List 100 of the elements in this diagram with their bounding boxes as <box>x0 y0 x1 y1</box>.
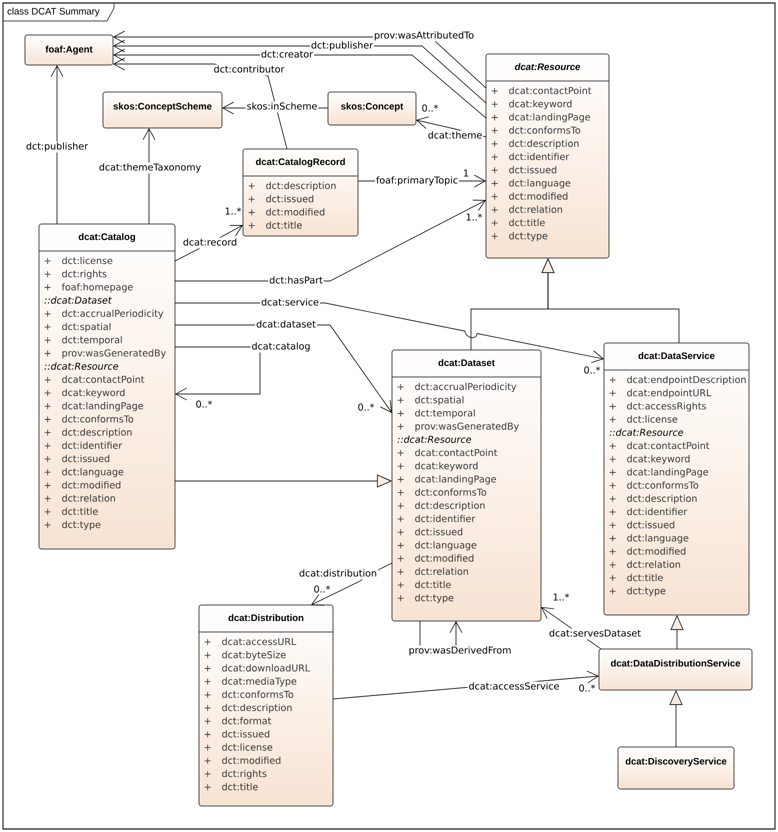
attribute: + dcat:contactPoint <box>492 86 592 94</box>
attribute: + dct:modified <box>398 554 474 562</box>
section-heading: ::dcat:Resource <box>44 362 118 370</box>
class-box <box>604 342 750 616</box>
class-name: dcat:Catalog <box>78 233 136 242</box>
attribute: + dct:type <box>44 520 100 530</box>
multiplicity-label: 1..* <box>466 213 482 220</box>
attribute: + dct:issued <box>492 166 556 174</box>
association-arrow <box>174 346 260 400</box>
attribute: + dct:modified <box>248 208 324 216</box>
attribute: + dct:temporal <box>398 409 475 418</box>
class-name: foaf:Agent <box>46 46 93 54</box>
edge-label: dct:publisher <box>24 142 90 152</box>
edge-label: dcat:service <box>260 298 320 308</box>
attribute: + dct:format <box>204 717 272 724</box>
attribute: + dct:spatial <box>398 396 464 406</box>
attribute: + dct:title <box>492 218 545 226</box>
attribute: + dcat:byteSize <box>204 651 286 660</box>
attribute: + dct:modified <box>492 192 568 200</box>
multiplicity-label: 1 <box>464 170 468 176</box>
attribute: + dct:relation <box>398 568 468 575</box>
edge-label: dct:publisher <box>310 40 374 52</box>
attribute: + dct:description <box>248 182 336 191</box>
attribute: + dcat:keyword <box>492 100 572 110</box>
attribute: + dct:description <box>398 502 485 511</box>
attribute: + dct:rights <box>44 270 106 280</box>
attribute: + dct:title <box>610 574 663 582</box>
attribute: + dct:type <box>398 594 454 604</box>
edge-label: dcat:record <box>182 238 238 248</box>
edge-label: prov:wasAttributedTo <box>373 30 475 42</box>
class-name: dcat:Resource <box>514 63 580 70</box>
attribute: + dcat:mediaType <box>204 677 296 687</box>
attribute: + dct:type <box>492 232 548 242</box>
attribute: + dcat:landingPage <box>398 475 496 484</box>
attribute: + dct:issued <box>248 195 314 202</box>
title-tab: class DCAT Summary <box>2 2 114 22</box>
attribute: + dcat:keyword <box>398 462 478 472</box>
class-box <box>328 92 416 126</box>
attribute: + dcat:downloadURL <box>204 664 310 672</box>
class-name: dcat:CatalogRecord <box>256 158 345 167</box>
attribute: + dcat:endpointDescription <box>610 376 746 385</box>
section-heading: ::dcat:Resource <box>610 428 684 436</box>
attribute: + dct:accessRights <box>610 402 706 412</box>
attribute: + dct:relation <box>44 494 116 502</box>
class-box <box>102 92 222 128</box>
edge-label: dct:creator <box>260 50 314 60</box>
edge-label: dcat:themeTaxonomy <box>98 162 202 174</box>
attribute: + dct:modified <box>610 547 686 555</box>
attribute: + dct:conformsTo <box>44 415 134 423</box>
attribute: + dct:issued <box>44 454 110 462</box>
attribute: + dct:issued <box>204 730 270 738</box>
edge-label: dcat:accessService <box>468 682 560 692</box>
attribute: + dct:title <box>398 580 451 588</box>
edge-label: foaf:primaryTopic <box>375 176 459 186</box>
attribute: + dct:rights <box>204 770 266 779</box>
attribute: + dcat:contactPoint <box>398 448 498 456</box>
multiplicity-label: 0..* <box>579 684 596 692</box>
attribute: + dct:conformsTo <box>492 126 580 134</box>
attribute: + dcat:landingPage <box>44 402 144 412</box>
multiplicity-label: 0..* <box>358 403 374 411</box>
multiplicity-label: 1..* <box>554 593 570 600</box>
class-name: dcat:Dataset <box>438 359 495 366</box>
class-box <box>598 648 752 690</box>
attribute: + dct:description <box>492 140 579 149</box>
class-box <box>392 350 542 622</box>
attribute: + dcat:endpointURL <box>610 389 712 398</box>
attribute: + dcat:keyword <box>44 388 125 398</box>
attribute: + dcat:contactPoint <box>610 442 710 450</box>
attribute: + dct:language <box>398 541 476 550</box>
class-name: skos:Concept <box>341 102 404 112</box>
attribute: + dct:identifier <box>610 508 688 516</box>
attribute: + dcat:landingPage <box>610 468 708 478</box>
class-name: dcat:Distribution <box>228 614 304 622</box>
attribute: + dct:issued <box>610 521 674 528</box>
attribute: + dct:modified <box>204 756 280 764</box>
attribute: + dcat:keyword <box>610 455 690 464</box>
class-name: skos:ConceptScheme <box>113 102 212 112</box>
class-box <box>38 224 176 550</box>
edge-label: dct:contributor <box>212 64 286 76</box>
attribute: + dct:title <box>248 221 302 229</box>
edge-label: prov:wasDerivedFrom <box>408 646 512 656</box>
attribute: + dct:temporal <box>44 336 122 346</box>
attribute: + dct:title <box>44 508 98 515</box>
attribute: + dct:identifier <box>44 442 122 449</box>
attribute: + dct:description <box>204 704 292 713</box>
attribute: + dct:conformsTo <box>204 690 294 698</box>
attribute: + dct:type <box>610 587 666 596</box>
attribute: + foaf:homepage <box>44 283 133 292</box>
edge-label: dct:hasPart <box>268 276 324 286</box>
edge-label: dcat:dataset <box>255 320 317 330</box>
attribute: + prov:wasGeneratedBy <box>44 349 166 358</box>
attribute: + dct:language <box>492 179 570 188</box>
attribute: + dct:title <box>204 783 258 790</box>
edge-label: dcat:servesDataset <box>548 628 642 640</box>
attribute: + dct:conformsTo <box>398 488 486 496</box>
attribute: + dct:relation <box>492 206 562 213</box>
class-box <box>198 604 334 806</box>
attribute: + dct:license <box>204 743 272 751</box>
section-heading: ::dcat:Dataset <box>44 296 112 304</box>
attribute: + dct:conformsTo <box>610 481 698 489</box>
